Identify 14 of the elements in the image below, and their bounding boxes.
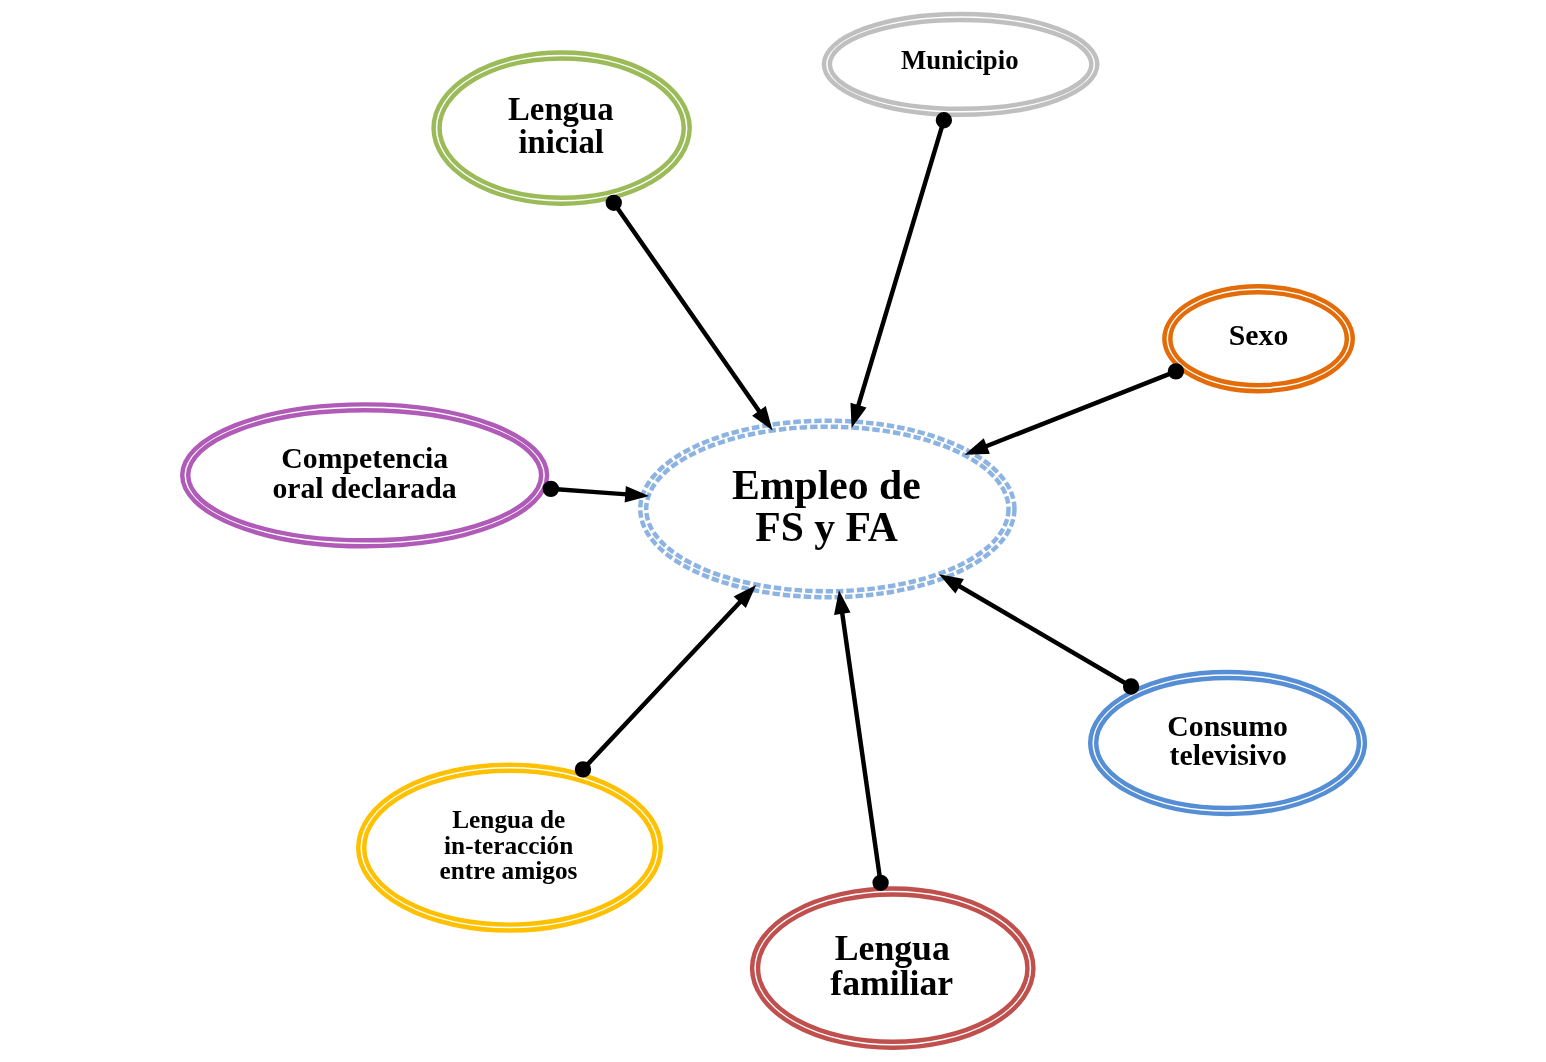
node-ellipse: Municipio [821, 11, 1100, 118]
arrow [542, 480, 649, 503]
node-ellipse: Sexo [1161, 284, 1355, 394]
arrow [964, 363, 1184, 455]
arrow [938, 574, 1139, 695]
arrow [849, 112, 952, 429]
arrow [574, 584, 756, 778]
arrow [605, 194, 773, 431]
node-ellipse: Lengua inicial [430, 50, 692, 206]
arrow [833, 590, 889, 891]
node-ellipse: Consumo televisivo [1087, 669, 1367, 817]
node-ellipse: Lengua familiar [749, 886, 1036, 1050]
node-ellipse: Empleo de FS y FA [637, 418, 1017, 600]
node-ellipse: Competencia oral declarada [179, 402, 549, 549]
